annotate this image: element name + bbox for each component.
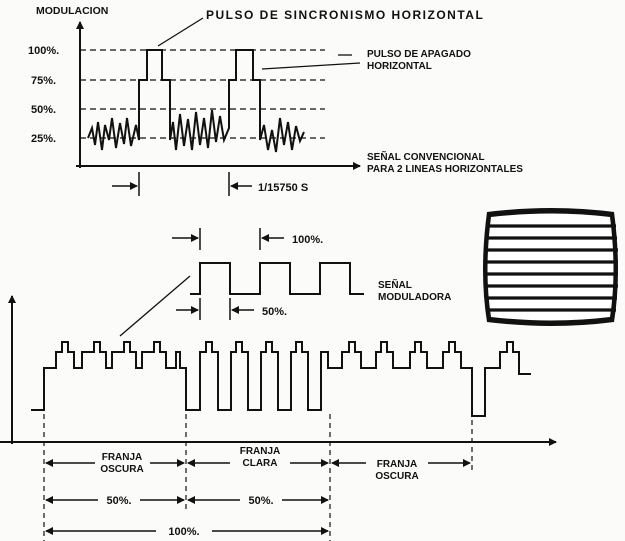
modulating-square-wave	[190, 262, 364, 295]
franja2-label-line2: CLARA	[243, 458, 278, 469]
tv-screen-icon	[483, 208, 618, 326]
sync-pulse-title: PULSO DE SINCRONISMO HORIZONTAL	[206, 8, 484, 22]
sync-pulse-leader	[157, 17, 204, 47]
modulated-leader	[119, 275, 191, 337]
blanking-label-line2: HORIZONTAL	[367, 61, 432, 72]
blanking-leader	[261, 62, 361, 70]
modulated-signal-waveform	[31, 341, 531, 417]
period-label: 1/15750 S	[258, 182, 308, 194]
y-axis-label: MODULACION	[36, 5, 108, 17]
half1-label: 50%.	[106, 495, 131, 507]
blanking-label-line1: PULSO DE APAGADO	[367, 49, 471, 60]
tick-label-50: 50%.	[31, 104, 56, 116]
modulated-signal-diagram	[0, 295, 557, 541]
modulating-label-line2: MODULADORA	[378, 292, 451, 303]
composite-signal-waveform	[87, 49, 305, 153]
full-label: 100%.	[168, 526, 199, 538]
franja1-label-line1: FRANJA	[102, 452, 143, 463]
pct50-label: 50%.	[262, 306, 287, 318]
half2-label: 50%.	[248, 495, 273, 507]
modulating-label-line1: SEÑAL	[378, 278, 412, 291]
pct100-label: 100%.	[292, 234, 323, 246]
franja2-label-line1: FRANJA	[240, 446, 281, 457]
signal-label-line1: SEÑAL CONVENCIONAL	[367, 150, 485, 163]
tick-label-100: 100%.	[28, 45, 59, 57]
franja3-label-line1: FRANJA	[377, 459, 418, 470]
top-signal-diagram	[76, 17, 361, 196]
franja3-label-line2: OSCURA	[375, 471, 418, 482]
signal-label-line2: PARA 2 LINEAS HORIZONTALES	[367, 164, 523, 175]
tick-label-25: 25%.	[31, 133, 56, 145]
tick-label-75: 75%.	[31, 75, 56, 87]
modulating-signal-diagram	[119, 228, 364, 337]
franja1-label-line2: OSCURA	[100, 464, 143, 475]
